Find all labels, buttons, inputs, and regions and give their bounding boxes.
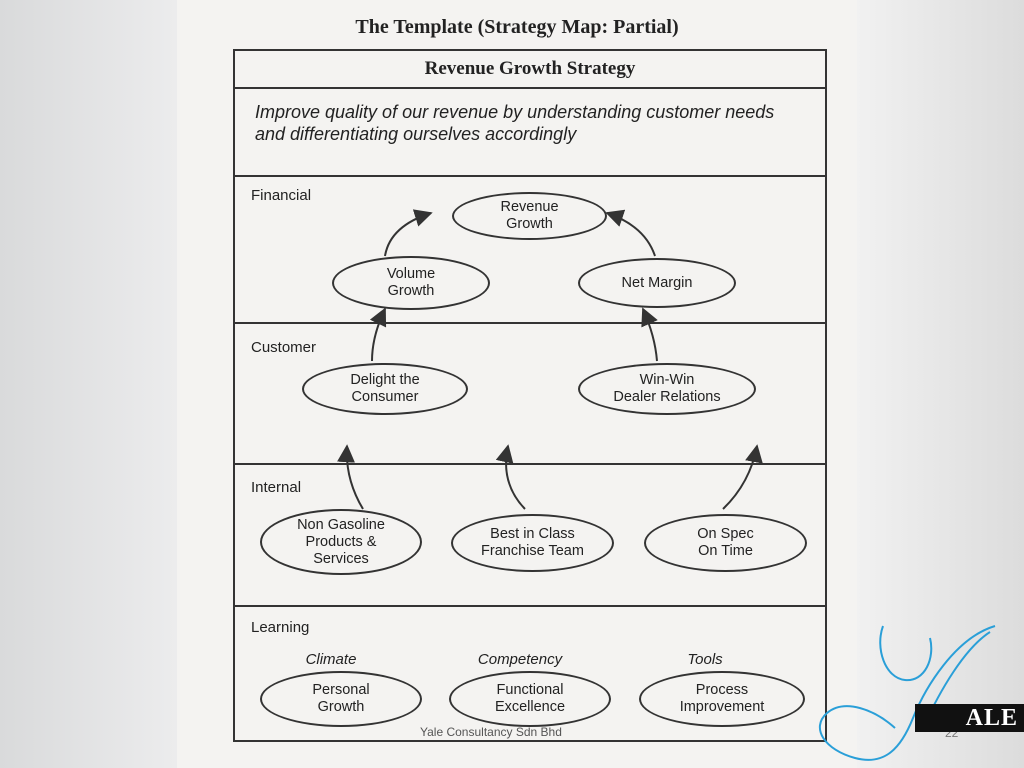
divider-financial: [235, 175, 825, 177]
arrow-winwin-to-margin: [641, 307, 658, 362]
footer-company: Yale Consultancy Sdn Bhd: [420, 725, 562, 739]
arrow-margin-to-revenue: [605, 209, 656, 257]
divider-customer: [235, 322, 825, 324]
category-climate: Climate: [305, 651, 357, 668]
connector-arrows: [337, 209, 763, 510]
yale-logo-swirl-icon: [819, 625, 996, 761]
strategy-map-image: The Template (Strategy Map: Partial) Rev…: [177, 0, 857, 768]
arrow-delight-to-volume: [369, 307, 387, 362]
arrow-onspec-to-winwin: [722, 444, 763, 510]
arrow-bestinclass-to-consumer: [495, 444, 526, 510]
yale-logo-wordmark: ALE: [915, 704, 1024, 732]
divider-internal: [235, 463, 825, 465]
strategy-description: Improve quality of our revenue by unders…: [255, 102, 775, 144]
node-net-margin: Net Margin: [578, 258, 736, 308]
section-label-internal: Internal: [251, 479, 302, 496]
right-backdrop: [857, 0, 1024, 768]
category-tools: Tools: [687, 651, 723, 668]
diagram-title: The Template (Strategy Map: Partial): [355, 16, 679, 38]
arrow-nongasoline-to-delight: [337, 444, 364, 510]
strategy-map-frame: Revenue Growth Strategy Improve quality …: [233, 49, 827, 742]
section-label-customer: Customer: [251, 339, 317, 356]
divider-learning: [235, 605, 825, 607]
left-backdrop: [0, 0, 177, 768]
category-competency: Competency: [477, 651, 563, 668]
arrow-volume-to-revenue: [384, 209, 433, 257]
section-label-learning: Learning: [251, 619, 310, 636]
strategy-header: Revenue Growth Strategy: [235, 51, 825, 89]
section-label-financial: Financial: [251, 187, 312, 204]
